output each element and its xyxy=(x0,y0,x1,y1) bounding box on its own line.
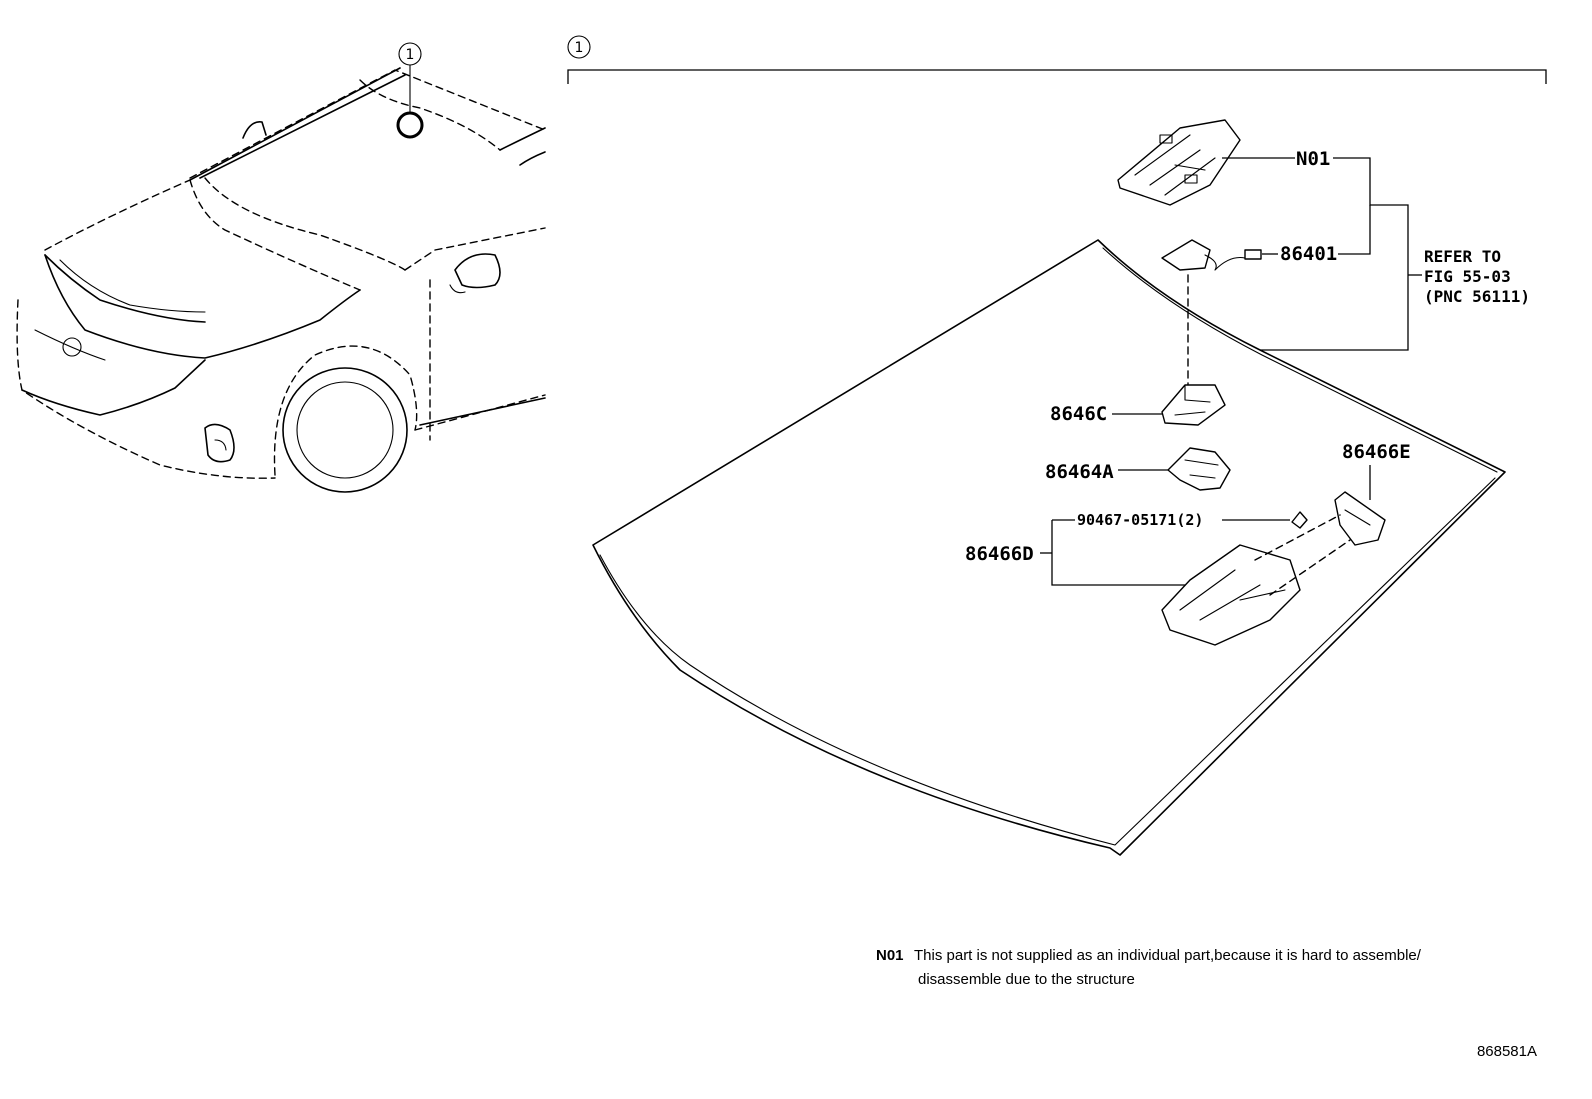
part-86401-camera xyxy=(1161,239,1262,271)
callout-number-car: 1 xyxy=(406,47,415,63)
refer-line-1: REFER TO xyxy=(1424,247,1501,266)
part-label-n01: N01 xyxy=(1296,148,1330,170)
part-n01-bracket xyxy=(1117,119,1241,206)
part-label-86464a: 86464A xyxy=(1045,461,1114,483)
part-label-86401: 86401 xyxy=(1280,243,1337,265)
part-90467-clip xyxy=(1291,511,1308,529)
footnote-line-1: This part is not supplied as an individu… xyxy=(914,947,1422,964)
refer-line-2: FIG 55-03 xyxy=(1424,267,1511,286)
refer-line-3: (PNC 56111) xyxy=(1424,287,1530,306)
refer-note: REFER TO FIG 55-03 (PNC 56111) xyxy=(1408,247,1530,306)
part-label-90467: 90467-05171(2) xyxy=(1077,511,1203,529)
illustration-id: 868581A xyxy=(1477,1043,1537,1060)
footnote-code: N01 xyxy=(876,947,904,964)
windshield-glass xyxy=(592,239,1506,856)
part-label-86466e: 86466E xyxy=(1342,441,1411,463)
label-86466d: 86466D xyxy=(965,520,1185,586)
label-n01: N01 xyxy=(1222,148,1409,351)
camera-location-marker xyxy=(396,111,424,139)
part-86466d-cover xyxy=(1161,514,1351,646)
part-86464a-bracket xyxy=(1167,447,1231,491)
label-86466e: 86466E xyxy=(1342,441,1411,500)
part-8646c-holder xyxy=(1161,384,1226,426)
assembly-bracket: 1 xyxy=(567,35,1547,84)
label-8646c: 8646C xyxy=(1050,403,1162,425)
part-label-86466d: 86466D xyxy=(965,543,1034,565)
label-90467: 90467-05171(2) xyxy=(1052,511,1290,529)
part-86466e-cover xyxy=(1334,491,1386,546)
label-86401: 86401 xyxy=(1262,205,1371,265)
footnote: N01 This part is not supplied as an indi… xyxy=(876,947,1422,988)
car-overview-illustration: 1 xyxy=(16,42,546,493)
part-label-8646c: 8646C xyxy=(1050,403,1107,425)
callout-number-assembly: 1 xyxy=(575,40,584,56)
footnote-line-2: disassemble due to the structure xyxy=(918,971,1135,988)
callout-circle-assembly xyxy=(567,35,591,59)
label-86464a: 86464A xyxy=(1045,461,1168,483)
